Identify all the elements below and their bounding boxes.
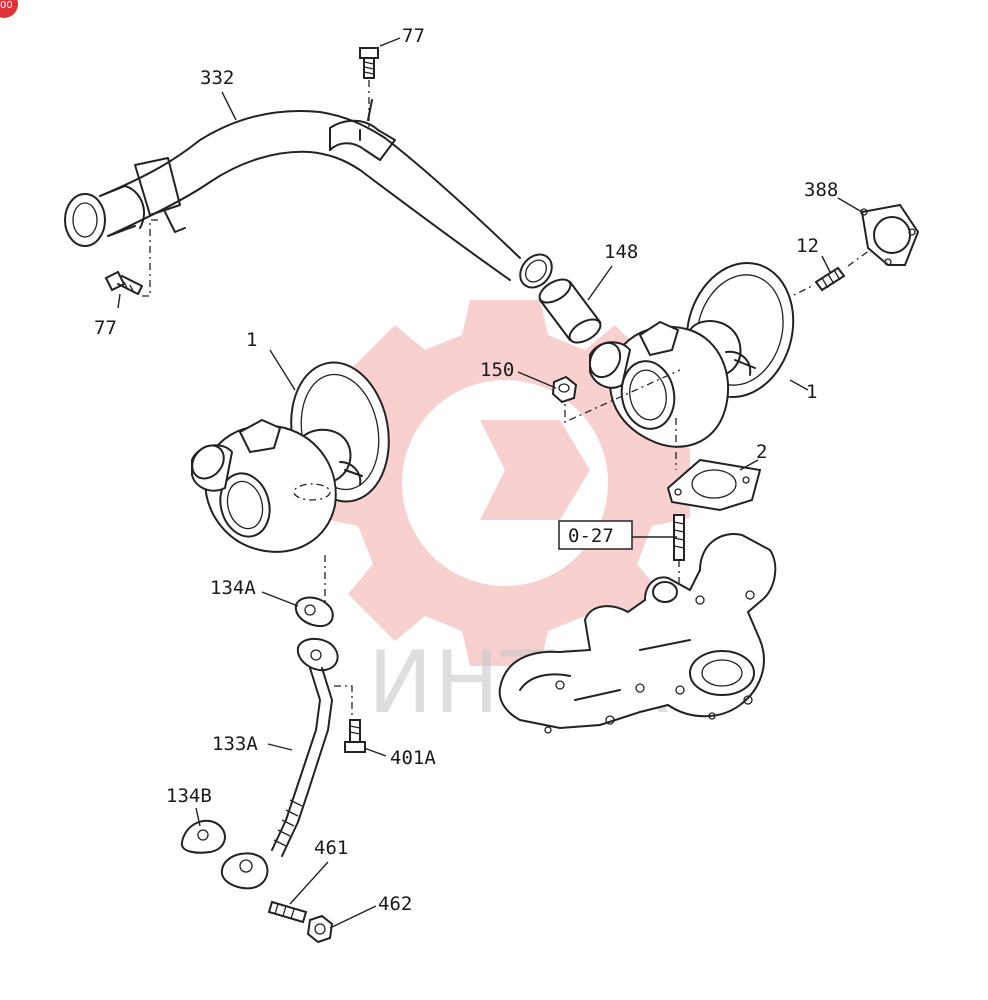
label-462: 462 xyxy=(378,893,412,915)
stud-0-27 xyxy=(673,514,685,561)
label-134B: 134B xyxy=(166,785,212,807)
label-77-left: 77 xyxy=(94,317,117,339)
label-401A: 401A xyxy=(390,747,436,769)
label-461: 461 xyxy=(314,837,348,859)
watermark-gear-icon xyxy=(320,300,690,666)
bolt-461 xyxy=(267,900,308,924)
turbocharger-left xyxy=(191,361,390,553)
label-1-left: 1 xyxy=(246,329,257,351)
nut-462 xyxy=(306,914,334,944)
corner-badge: 00 xyxy=(0,0,18,18)
label-148: 148 xyxy=(604,241,638,263)
exhaust-manifold xyxy=(498,533,777,734)
oil-pipe-133A xyxy=(220,637,339,890)
hose-148 xyxy=(538,278,602,344)
label-77-top: 77 xyxy=(402,25,425,47)
label-150: 150 xyxy=(480,359,514,381)
turbocharger-right xyxy=(588,261,795,448)
gasket-388 xyxy=(860,203,920,266)
label-332: 332 xyxy=(200,67,234,89)
bolt-77-top xyxy=(359,47,379,79)
intake-pipe-332 xyxy=(64,99,553,289)
nut-150 xyxy=(551,375,578,404)
gasket-2 xyxy=(666,458,762,512)
label-388: 388 xyxy=(804,179,838,201)
bolt-77-left xyxy=(104,270,143,295)
bolt-401A xyxy=(344,719,366,753)
gasket-134A xyxy=(294,596,334,628)
gasket-134B xyxy=(180,819,226,854)
label-133A: 133A xyxy=(212,733,258,755)
corner-badge-text: 00 xyxy=(0,0,13,11)
label-2: 2 xyxy=(756,441,767,463)
stud-12 xyxy=(814,266,846,292)
label-1-right: 1 xyxy=(806,381,817,403)
label-0-27-box xyxy=(558,520,633,550)
label-134A: 134A xyxy=(210,577,256,599)
label-12: 12 xyxy=(796,235,819,257)
label-0-27: 0-27 xyxy=(568,525,614,547)
